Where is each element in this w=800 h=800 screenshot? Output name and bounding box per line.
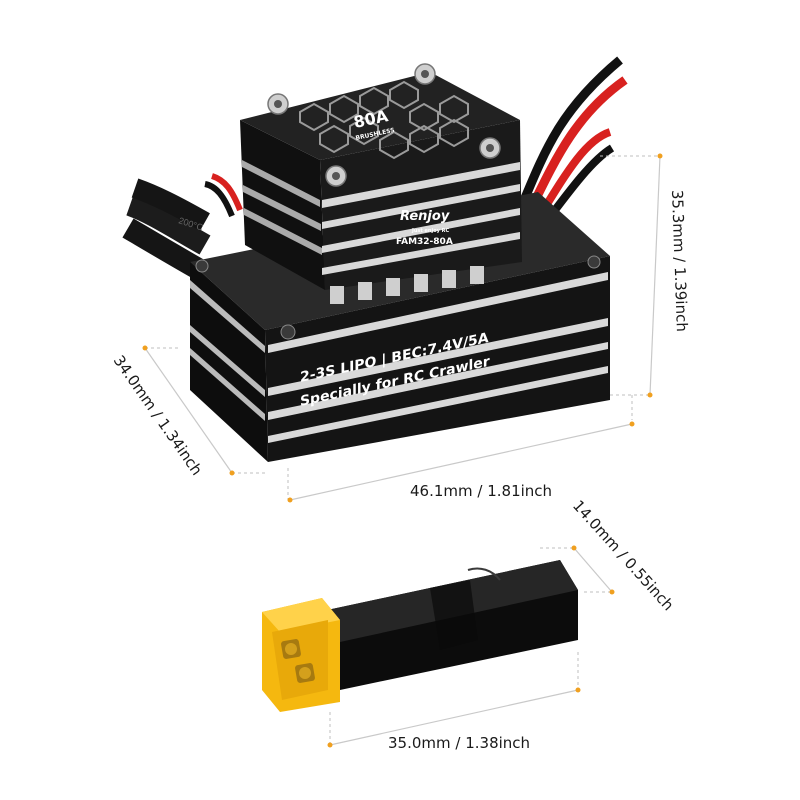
screw-icon xyxy=(587,255,601,269)
screw-icon xyxy=(280,324,296,340)
dimension-esc-height: 35.3mm / 1.39inch xyxy=(600,153,691,398)
xt60-plug xyxy=(262,598,340,712)
brand-logo: Renjoy xyxy=(400,209,450,224)
fan-housing: 80A BRUSHLESS Renjoy Just enjoy RC FAM32… xyxy=(240,63,522,304)
connector-height-label: 14.0mm / 0.55inch xyxy=(569,497,677,615)
brand-tagline: Just enjoy RC xyxy=(411,228,449,234)
model-label: FAM32-80A xyxy=(396,237,453,247)
esc-side-stripes xyxy=(190,272,608,443)
connector-adapter xyxy=(262,560,578,712)
connector-length-label: 35.0mm / 1.38inch xyxy=(388,734,530,752)
esc-height-label: 35.3mm / 1.39inch xyxy=(668,190,691,333)
dimension-esc-width: 46.1mm / 1.81inch xyxy=(287,395,635,503)
esc-body: 2-3S LIPO | BEC:7.4V/5A Specially for RC… xyxy=(190,63,610,462)
dimension-connector-length: 35.0mm / 1.38inch xyxy=(327,652,581,752)
esc-width-label: 46.1mm / 1.81inch xyxy=(410,482,552,500)
fan-screws xyxy=(267,63,501,187)
fan-grille xyxy=(299,80,469,160)
screw-icon xyxy=(195,259,209,273)
